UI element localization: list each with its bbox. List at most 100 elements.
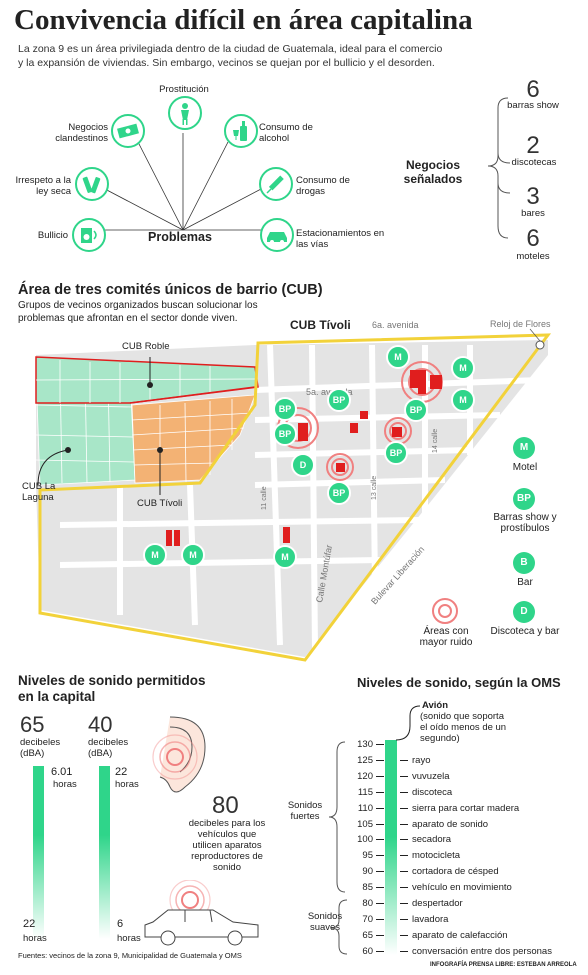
map-marker-bp: BP <box>273 397 297 421</box>
oms-level-tick <box>376 855 384 857</box>
street-label: Reloj de Flores <box>490 319 551 329</box>
permitted-hours-unit: horas <box>53 779 77 790</box>
oms-level-db: 105 <box>357 818 373 830</box>
footer-credit: INFOGRAFÍA PRENSA LIBRE: ESTEBAN ARREOLA <box>430 962 577 968</box>
oms-level-db: 80 <box>362 898 373 909</box>
cub-laguna-label: CUB La Laguna <box>22 481 56 503</box>
problem-label: Estacionamientos en las vías <box>296 228 385 250</box>
oms-level-tick <box>400 934 408 936</box>
oms-level-db: 100 <box>357 834 373 846</box>
car-illustration <box>144 880 259 946</box>
oms-level-tick <box>400 855 408 857</box>
oms-level-tick <box>376 871 384 873</box>
oms-level-label: despertador <box>412 898 463 909</box>
page-title: Convivencia difícil en área capitalina <box>14 4 473 36</box>
problem-label: Consumo de drogas <box>296 175 350 197</box>
business-number: 6 <box>526 76 540 103</box>
oms-level-label: conversación entre dos personas <box>412 945 552 957</box>
map-marker-disco: D <box>291 453 315 477</box>
business-number: 2 <box>526 132 540 159</box>
oms-title: Niveles de sonido, según la OMS <box>357 675 561 690</box>
legend-bar-marker: B <box>513 552 535 574</box>
money-icon <box>111 114 145 148</box>
street-label: 13 calle <box>371 476 378 500</box>
problems-diagram <box>95 133 270 231</box>
street-label: 14 calle <box>432 429 439 453</box>
oms-avion-note: (sonido que soporta el oído menos de un … <box>420 711 507 744</box>
oms-level-row: 70 lavadora <box>340 912 580 927</box>
cub-tivoli-top-label: CUB Tívoli <box>290 318 351 332</box>
oms-level-label: cortadora de césped <box>412 866 499 878</box>
oms-level-label: aparato de sonido <box>412 818 489 830</box>
map-marker-motel: M <box>181 543 205 567</box>
oms-level-tick <box>400 759 408 761</box>
oms-level-tick <box>376 823 384 825</box>
businesses-title: Negocios señalados <box>403 158 463 186</box>
strong-sounds-label: Sonidos fuertes <box>287 800 323 822</box>
cub-roble-label: CUB Roble <box>122 341 170 352</box>
bottle-glass-icon <box>224 114 258 148</box>
oms-level-label: vuvuzela <box>412 770 450 782</box>
ear-illustration <box>152 716 206 793</box>
soft-sounds-label: Sonidos suaves <box>307 911 343 933</box>
permitted-bar-65 <box>33 766 44 939</box>
oms-level-db: 65 <box>362 929 373 941</box>
vehicles-value: 80 <box>212 792 239 819</box>
problem-label: Consumo de alcohol <box>259 122 313 144</box>
cub-tivoli-label: CUB Tívoli <box>137 498 183 509</box>
oms-level-tick <box>400 871 408 873</box>
cub-subtitle: Grupos de vecinos organizados buscan sol… <box>18 300 258 324</box>
problems-center-label: Problemas <box>148 230 212 244</box>
permitted-hours-unit: horas <box>23 933 47 944</box>
oms-level-tick <box>400 823 408 825</box>
street-label: 11 calle <box>261 486 268 510</box>
problem-label: Negocios clandestinos <box>55 122 108 144</box>
syringe-icon <box>259 167 293 201</box>
business-label: bares <box>521 208 545 219</box>
problem-label: Irrespeto a la ley seca <box>15 175 71 197</box>
oms-level-tick <box>376 934 384 936</box>
legend-bp-marker: BP <box>513 488 535 510</box>
oms-level-label: vehículo en movimiento <box>412 882 512 894</box>
oms-level-label: lavadora <box>412 913 449 925</box>
oms-level-db: 125 <box>357 754 373 766</box>
oms-level-db: 85 <box>362 882 373 894</box>
business-label: moteles <box>516 251 550 262</box>
oms-level-db: 70 <box>362 913 373 925</box>
oms-level-tick <box>376 839 384 841</box>
map-marker-motel: M <box>273 545 297 569</box>
oms-level-tick <box>400 839 408 841</box>
oms-scale-bar <box>385 740 397 955</box>
legend-motel-marker: M <box>513 437 535 459</box>
oms-level-tick <box>376 759 384 761</box>
oms-level-tick <box>376 903 384 904</box>
oms-level-db: 110 <box>357 802 373 814</box>
permitted-hours-unit: horas <box>117 933 141 944</box>
oms-level-tick <box>400 807 408 809</box>
oms-level-tick <box>400 791 408 793</box>
oms-level-row: 85 vehículo en movimiento <box>340 880 580 895</box>
oms-level-tick <box>400 887 408 889</box>
map-marker-bp: BP <box>384 441 408 465</box>
oms-level-db: 130 <box>357 739 373 750</box>
vehicles-text: decibeles para los vehículos que utilice… <box>188 818 266 873</box>
business-number: 6 <box>526 225 540 252</box>
map-marker-bp: BP <box>404 398 428 422</box>
business-label: discotecas <box>511 157 557 168</box>
oms-level-tick <box>376 887 384 889</box>
oms-level-label: rayo <box>412 754 431 766</box>
permitted-hours-unit: horas <box>115 779 139 790</box>
oms-level-tick <box>376 918 384 920</box>
footer-sources: Fuentes: vecinos de la zona 9, Municipal… <box>18 951 242 960</box>
oms-level-tick <box>376 775 384 777</box>
business-label: barras show <box>507 100 559 111</box>
oms-level-row: 130 <box>340 737 580 752</box>
